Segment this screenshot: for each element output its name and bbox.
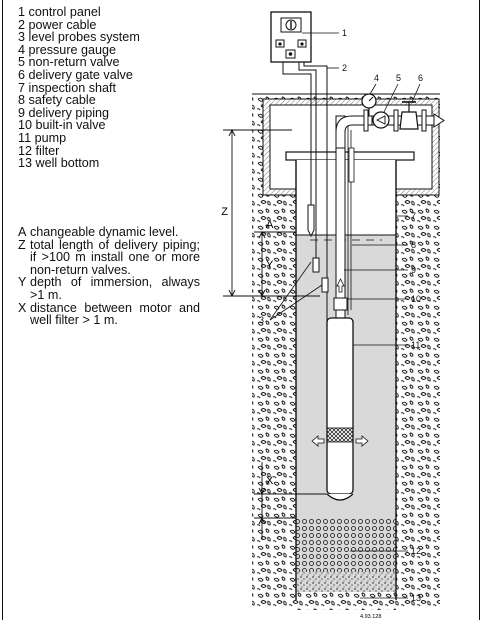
component-legend: 1 control panel 2 power cable 3 level pr…: [18, 6, 198, 170]
legend-item-11: 11 pump: [18, 130, 67, 145]
legend-item-3: 3 level probes system: [18, 30, 140, 45]
non-return-valve-icon: [372, 111, 390, 129]
pump-body: [326, 317, 354, 501]
well-filter: [296, 518, 396, 572]
callout-12: 12: [411, 546, 421, 556]
legend-item-9: 9 delivery piping: [18, 105, 110, 120]
built-in-valve: [333, 297, 348, 311]
dimension-a: [254, 230, 296, 298]
legend-item-5: 5 non-return valve: [18, 55, 120, 70]
gate-valve-icon: [399, 101, 419, 130]
ground-gravel: [252, 93, 440, 610]
callout-10: 10: [411, 294, 421, 304]
callout-5: 5: [396, 73, 401, 83]
legend-item-12: 12 filter: [18, 143, 60, 158]
legend-item-6: 6 delivery gate valve: [18, 67, 133, 82]
callout-13: 13: [411, 593, 421, 603]
inflow-arrow-left-icon: [311, 435, 325, 447]
dimension-x: [254, 462, 327, 540]
legend-item-10: 10 built-in valve: [18, 118, 106, 133]
control-panel: [270, 11, 312, 63]
callout-2: 2: [342, 63, 347, 73]
legend-item-7: 7 inspection shaft: [18, 80, 117, 95]
legend-item-2: 2 power cable: [18, 17, 97, 32]
dimension-y-label: Y: [266, 259, 274, 271]
safety-cable: [348, 130, 355, 310]
callout-4: 4: [374, 73, 379, 83]
callout-6: 6: [418, 73, 423, 83]
legend-item-13: 13 well bottom: [18, 156, 100, 171]
dimension-z: [223, 128, 320, 298]
well-bottom-sediment: [296, 572, 396, 592]
legend-item-8: 8 safety cable: [18, 93, 96, 108]
pressure-gauge-icon: [361, 93, 377, 116]
legend-item-1: 1 control panel: [18, 5, 101, 19]
power-cable: [282, 62, 349, 330]
legend-item-4: 4 pressure gauge: [18, 42, 117, 57]
drawing-code: 4.93.128: [360, 614, 381, 620]
callout-11: 11: [411, 340, 420, 350]
dimension-x-label: X: [266, 475, 274, 487]
inflow-arrow-right-icon: [355, 435, 369, 447]
dimension-a-label: A: [266, 219, 274, 231]
flow-arrow-up-icon: [336, 278, 345, 293]
callout-leaders: [269, 32, 421, 599]
callout-7: 7: [411, 211, 416, 221]
callout-8: 8: [411, 240, 416, 250]
callout-1: 1: [342, 28, 347, 38]
dimension-z-label: Z: [221, 206, 228, 218]
callout-9: 9: [411, 265, 416, 275]
callout-3: 3: [259, 315, 264, 325]
